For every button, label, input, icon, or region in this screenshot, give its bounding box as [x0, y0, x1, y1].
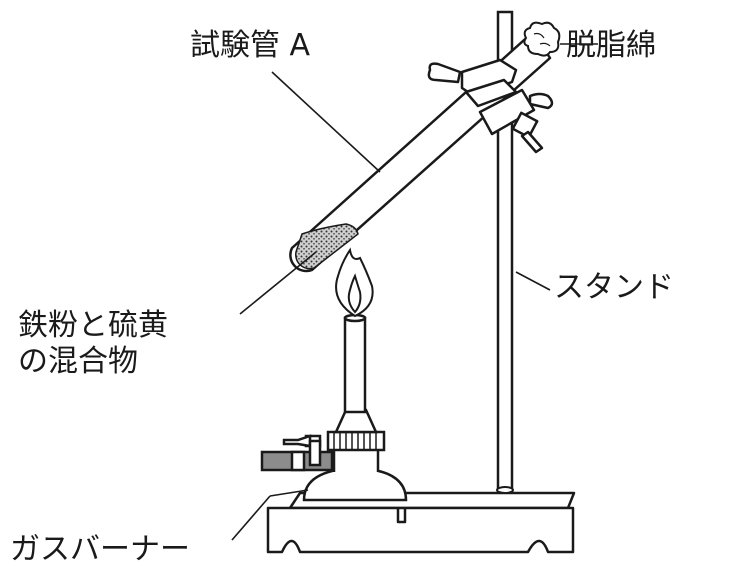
leader-burner [231, 495, 271, 541]
stand-label: スタンド [554, 270, 674, 305]
mixture-label: 鉄粉と硫黄 の混合物 [18, 308, 168, 380]
cotton-plug [523, 21, 561, 57]
gas-valve [282, 434, 322, 467]
powder-mixture [294, 223, 359, 270]
stand-rod [496, 10, 514, 494]
test-tube-label: 試験管 A [190, 28, 311, 63]
burner-label: ガスバーナー [10, 532, 190, 567]
flame [335, 247, 374, 318]
leader-stand [515, 271, 551, 291]
burner-tube [343, 316, 367, 414]
clamp [427, 58, 554, 154]
stand-base [266, 491, 576, 554]
leader-lines [231, 43, 598, 541]
leader-mixture [239, 251, 317, 315]
cotton-label: 脱脂綿 [566, 28, 656, 63]
mixture-label-line1: 鉄粉と硫黄 [18, 308, 168, 343]
gas-burner [260, 313, 408, 502]
mixture-label-line2: の混合物 [18, 344, 138, 379]
leader-test-tube [271, 71, 381, 173]
